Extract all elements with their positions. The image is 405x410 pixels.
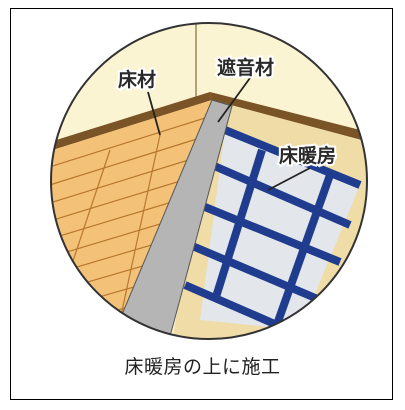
baseboard-left bbox=[51, 92, 212, 154]
baseboard-right bbox=[210, 92, 367, 145]
floor-material-label: 床材 bbox=[118, 68, 156, 91]
sound-insulation-label: 遮音材 bbox=[217, 56, 274, 79]
caption: 床暖房の上に施工 bbox=[124, 356, 281, 378]
floor-heating-label: 床暖房 bbox=[279, 144, 336, 167]
sound-insulation-leader bbox=[217, 77, 251, 123]
sound-insulation-layer bbox=[104, 99, 233, 339]
cutaway-circle-outline bbox=[50, 22, 368, 340]
floor-heating-leader bbox=[267, 167, 311, 191]
cutaway-view bbox=[51, 23, 367, 339]
floor-material-leader bbox=[147, 91, 161, 136]
heating-pipes bbox=[183, 126, 362, 339]
